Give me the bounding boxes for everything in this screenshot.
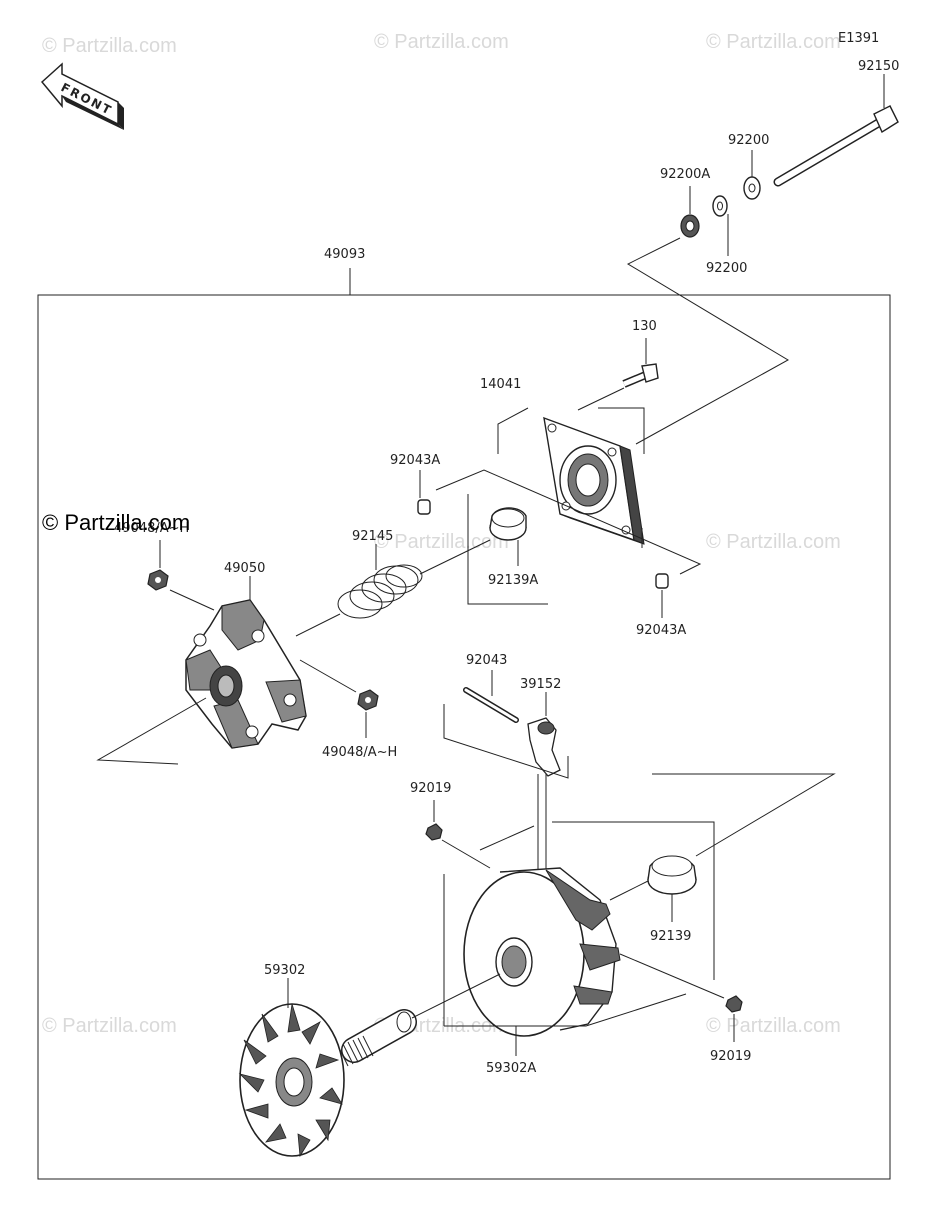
bushing-92139A [489,507,527,541]
label-92043A-top: 92043A [390,453,440,468]
bushing-92139 [647,855,697,895]
label-39152: 39152 [520,677,561,692]
bolt-92150 [773,74,899,187]
label-92200A: 92200A [660,167,710,182]
diagram-code: E1391 [838,31,879,46]
cover-plate-14041 [543,416,645,545]
pin-92043 [463,687,519,723]
watermark-dark: © Partzilla.com [42,510,190,535]
spring-92145 [337,564,423,619]
roller-39152 [527,717,561,777]
watermark-text: © Partzilla.com [374,31,509,53]
label-59302: 59302 [264,963,305,978]
nut-92019-top [425,823,443,841]
label-49048-bottom: 49048/A~H [322,745,397,760]
label-14041: 14041 [480,377,521,392]
watermark-text: © Partzilla.com [706,1015,841,1037]
label-49093: 49093 [324,247,365,262]
bolt-130 [622,338,659,388]
assembly-frame [37,294,891,1180]
label-92019-bottom: 92019 [710,1049,751,1064]
nut-92019-bottom [725,995,743,1013]
part-labels: E1391 92150 92200 92200A 92200 49093 130… [114,31,899,1076]
sheave-59302 [238,1003,417,1158]
watermark-text: © Partzilla.com [374,531,509,553]
label-130: 130 [632,319,657,334]
label-92139: 92139 [650,929,691,944]
label-92200-top: 92200 [728,133,769,148]
label-92019-top: 92019 [410,781,451,796]
sheave-59302A [463,867,621,1037]
label-92139A: 92139A [488,573,538,588]
watermark-text: © Partzilla.com [42,35,177,57]
label-49048-top: 49048/A~H [114,521,189,536]
label-92200-bottom: 92200 [706,261,747,276]
front-arrow-icon: FRONT [40,62,124,130]
label-92043: 92043 [466,653,507,668]
watermark-text: © Partzilla.com [706,31,841,53]
pin-92043A-top [417,499,431,515]
pin-92043A-bottom [655,573,669,589]
label-59302A: 59302A [486,1061,536,1076]
watermark-text: © Partzilla.com [706,531,841,553]
label-92043A-bottom: 92043A [636,623,686,638]
label-92145: 92145 [352,529,393,544]
spider-49050 [185,599,307,749]
label-49050: 49050 [224,561,265,576]
watermark-text: © Partzilla.com [42,1015,177,1037]
label-92150: 92150 [858,59,899,74]
